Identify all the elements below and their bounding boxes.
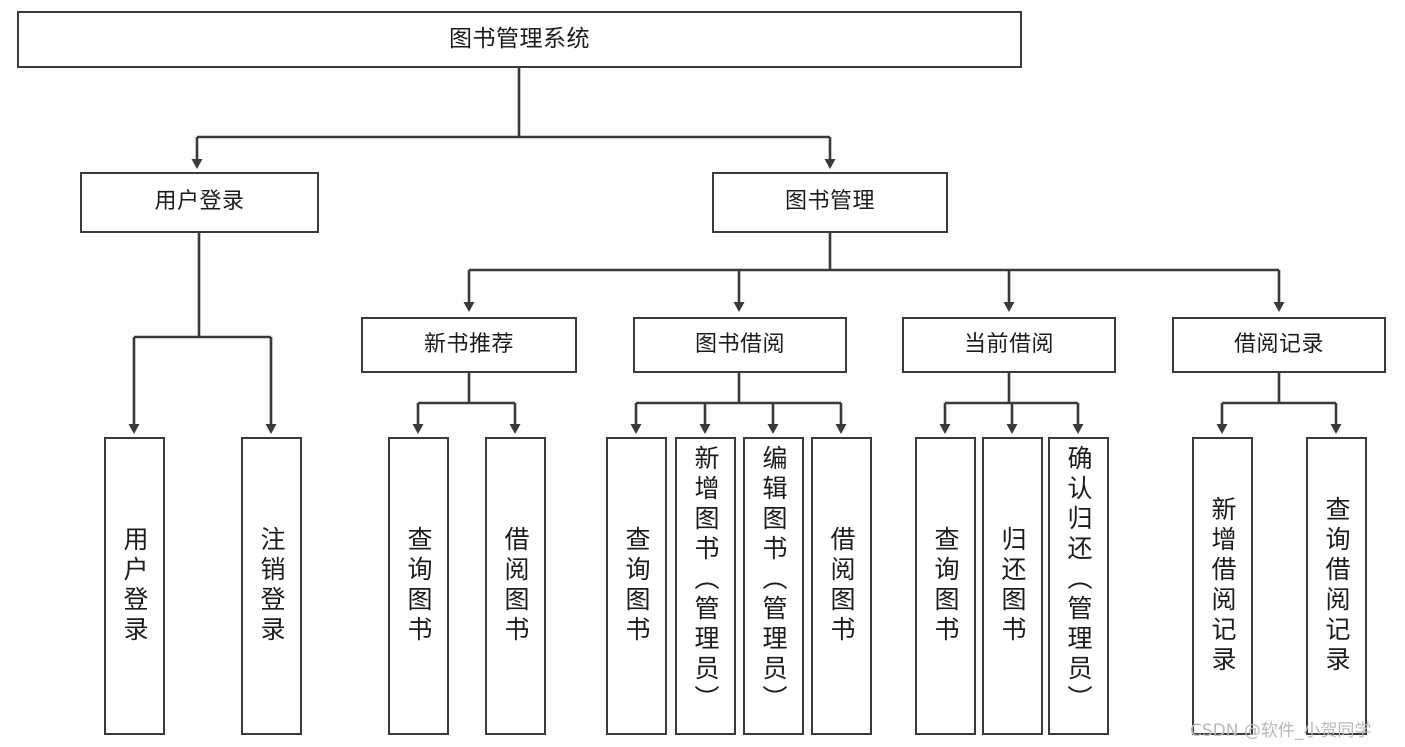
- leaf-user-logout[interactable]: 注销登录: [241, 437, 302, 735]
- leaf-record-add[interactable]: 新增借阅记录: [1192, 437, 1253, 735]
- node-borrow-record[interactable]: 借阅记录: [1172, 317, 1386, 373]
- node-label: 注销登录: [257, 526, 286, 646]
- leaf-recommend-borrow-book[interactable]: 借阅图书: [485, 437, 546, 735]
- node-book-management[interactable]: 图书管理: [712, 172, 948, 233]
- node-label: 当前借阅: [963, 331, 1054, 357]
- node-user-login[interactable]: 用户登录: [80, 172, 319, 233]
- leaf-borrow-borrow-book[interactable]: 借阅图书: [811, 437, 872, 735]
- node-label: 借阅记录: [1233, 331, 1324, 357]
- leaf-user-login[interactable]: 用户登录: [104, 437, 165, 735]
- node-label: 图书管理: [784, 189, 875, 215]
- node-root-system[interactable]: 图书管理系统: [17, 11, 1022, 68]
- leaf-record-query[interactable]: 查询借阅记录: [1306, 437, 1367, 735]
- node-label: 新增图书（管理员）: [691, 445, 720, 715]
- node-label: 查询图书: [931, 526, 960, 646]
- node-label: 图书借阅: [694, 331, 785, 357]
- node-book-borrow[interactable]: 图书借阅: [633, 317, 847, 373]
- leaf-borrow-add-book-admin[interactable]: 新增图书（管理员）: [675, 437, 736, 735]
- leaf-borrow-query-book[interactable]: 查询图书: [606, 437, 667, 735]
- node-new-book-recommend[interactable]: 新书推荐: [361, 317, 577, 373]
- leaf-current-return-book[interactable]: 归还图书: [982, 437, 1043, 735]
- leaf-borrow-edit-book-admin[interactable]: 编辑图书（管理员）: [743, 437, 804, 735]
- node-label: 归还图书: [998, 526, 1027, 646]
- node-label: 查询图书: [622, 526, 651, 646]
- node-label: 用户登录: [120, 526, 149, 646]
- node-label: 编辑图书（管理员）: [759, 445, 788, 715]
- node-label: 图书管理系统: [449, 25, 590, 52]
- node-label: 新增借阅记录: [1208, 496, 1237, 676]
- node-label: 新书推荐: [423, 331, 514, 357]
- node-label: 确认归还（管理员）: [1064, 445, 1093, 715]
- node-label: 借阅图书: [501, 526, 530, 646]
- node-label: 查询借阅记录: [1322, 496, 1351, 676]
- node-current-borrow[interactable]: 当前借阅: [902, 317, 1116, 373]
- leaf-current-confirm-return-admin[interactable]: 确认归还（管理员）: [1048, 437, 1109, 735]
- node-label: 查询图书: [404, 526, 433, 646]
- leaf-current-query-book[interactable]: 查询图书: [915, 437, 976, 735]
- node-label: 借阅图书: [827, 526, 856, 646]
- leaf-recommend-query-book[interactable]: 查询图书: [388, 437, 449, 735]
- node-label: 用户登录: [154, 189, 245, 215]
- csdn-watermark: CSDN @软件_小贺同学: [1190, 721, 1372, 741]
